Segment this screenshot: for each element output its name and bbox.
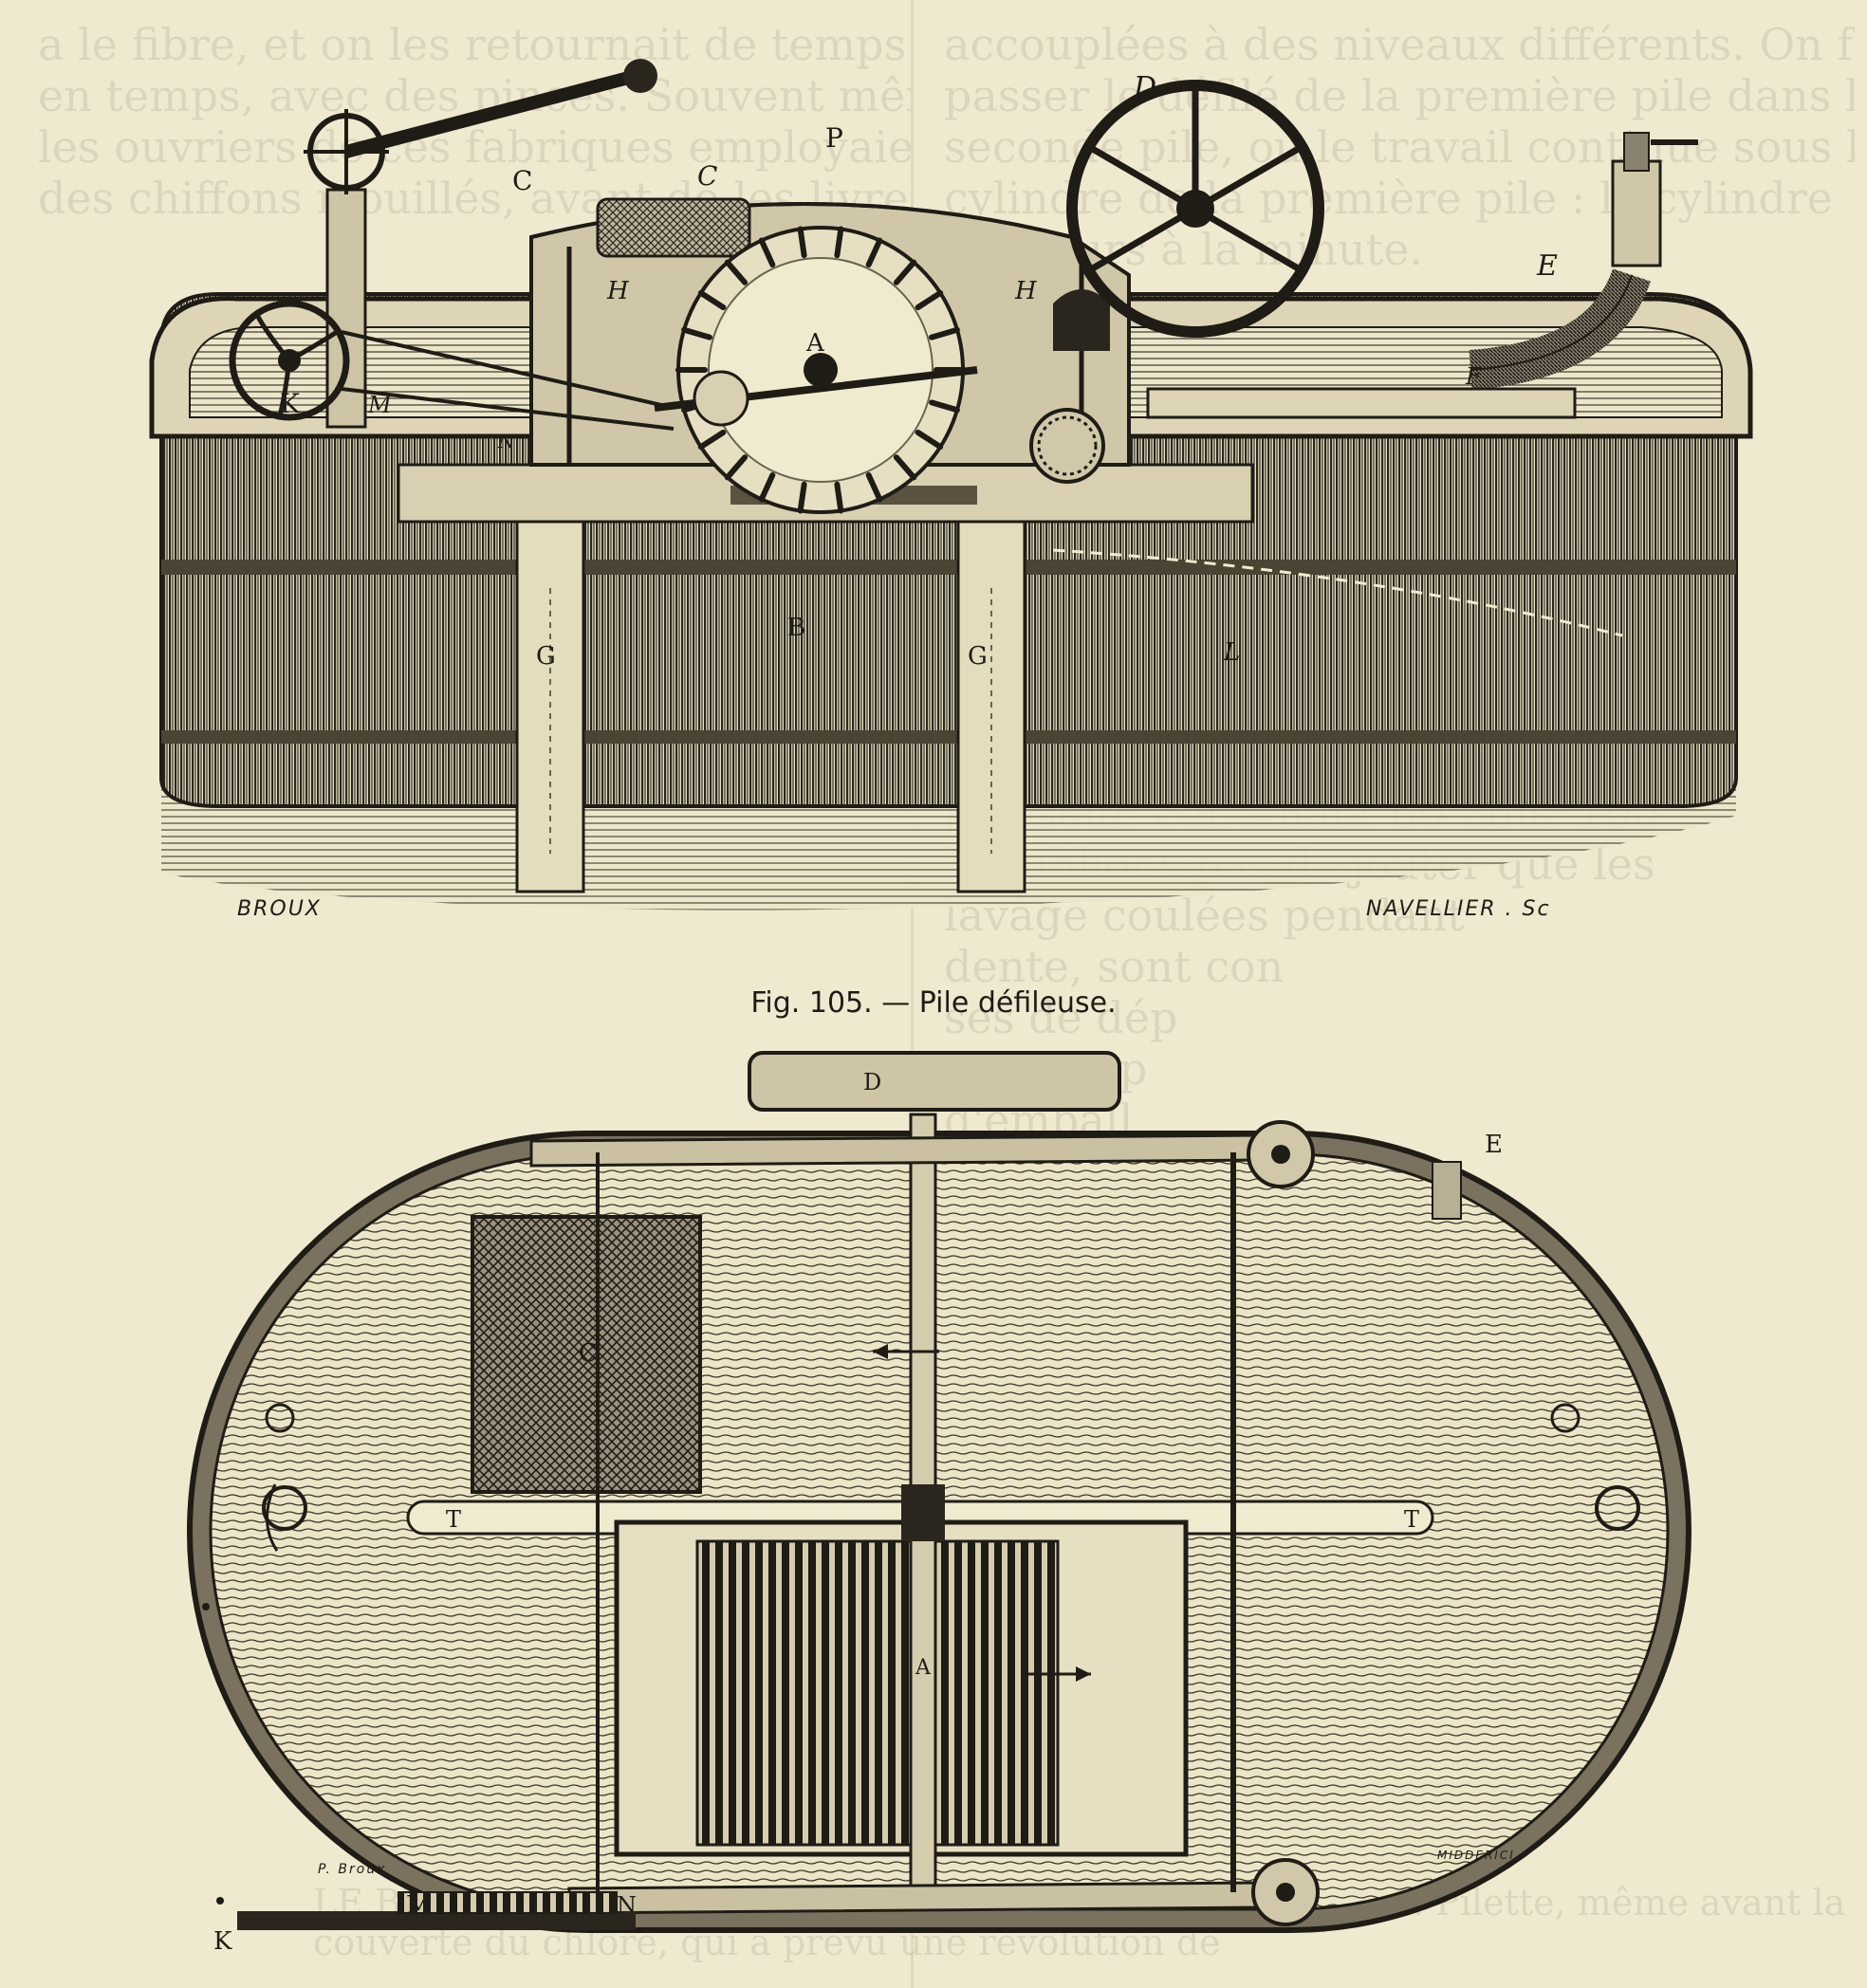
bleed-line: a le fibre, et on les retournait de temp… <box>38 19 907 70</box>
plan-label-T-left: T <box>446 1506 461 1533</box>
page-gutter <box>911 0 914 1988</box>
engraver-signature-left: BROUX <box>237 897 322 921</box>
label-M: M <box>367 392 393 418</box>
plan-signature-right: MIDDERICI <box>1437 1849 1515 1862</box>
plan-label-A: A <box>915 1656 932 1680</box>
label-C-1: C <box>512 165 532 196</box>
roll-blade <box>724 454 749 481</box>
roll-blade <box>929 326 960 341</box>
roll-blade <box>681 326 712 341</box>
label-C-2: C <box>697 160 717 192</box>
bleed-line: accouplées à des niveaux différents. On … <box>944 19 1855 70</box>
plan-signature-left: P. Broux <box>318 1862 387 1877</box>
roll-blade <box>758 237 776 268</box>
roll-blade <box>797 481 807 514</box>
roll-blade <box>834 226 844 259</box>
label-H-1: H <box>606 277 630 305</box>
figure-plan-view: D E C T T A M N K P. Broux MIDDERICI <box>187 1051 1691 1956</box>
plan-label-E: E <box>1485 1131 1503 1159</box>
label-N: N <box>497 430 516 452</box>
bleed-line: ses de dép <box>944 992 1178 1043</box>
roll-blade <box>758 471 776 503</box>
label-F: F <box>1465 363 1483 390</box>
label-A: A <box>805 329 825 358</box>
roll-blade <box>797 226 807 259</box>
plan-label-N: N <box>617 1892 637 1919</box>
roll-blade <box>915 429 944 451</box>
figure-perspective-engraving: D P C C E H A H K M N F B G G L BROUX NA… <box>149 59 1753 921</box>
roll-blade <box>929 399 960 414</box>
figure-caption: Fig. 105. — Pile défileuse. <box>750 986 1117 1020</box>
label-P: P <box>825 122 843 154</box>
roll-blade <box>915 289 944 311</box>
bleed-line: les ouvriers de ces fabriques employaien… <box>38 121 911 173</box>
label-G-2: G <box>968 642 988 671</box>
bleed-line: passer le défilé de la première pile dan… <box>944 70 1855 121</box>
plan-label-D: D <box>863 1069 881 1095</box>
roll-blade <box>893 454 917 481</box>
label-D: D <box>1133 71 1156 104</box>
margin-dot <box>202 1603 210 1611</box>
plan-label-M: M <box>406 1891 432 1920</box>
plan-label-K: K <box>213 1927 232 1956</box>
roll-blade <box>834 481 844 514</box>
roll-blade <box>697 429 727 451</box>
label-K: K <box>280 388 301 419</box>
roll-blade <box>697 289 727 311</box>
roll-blade <box>865 471 883 503</box>
label-H-2: H <box>1014 277 1038 305</box>
label-E: E <box>1536 249 1558 283</box>
bleed-line: dente, sont con <box>944 941 1285 992</box>
plan-label-T-right: T <box>1404 1506 1419 1533</box>
label-L: L <box>1223 638 1240 667</box>
bleed-line: cylindre de la première pile : le cylind… <box>944 173 1834 224</box>
engraver-signature-right: NAVELLIER . Sc <box>1366 897 1551 921</box>
label-B: B <box>787 614 805 642</box>
roll-blade <box>724 259 749 285</box>
roll-blade <box>893 259 917 285</box>
label-G-1: G <box>536 642 556 671</box>
plan-label-C: C <box>579 1339 598 1368</box>
margin-dot <box>216 1897 224 1905</box>
roll-blade <box>865 237 883 268</box>
